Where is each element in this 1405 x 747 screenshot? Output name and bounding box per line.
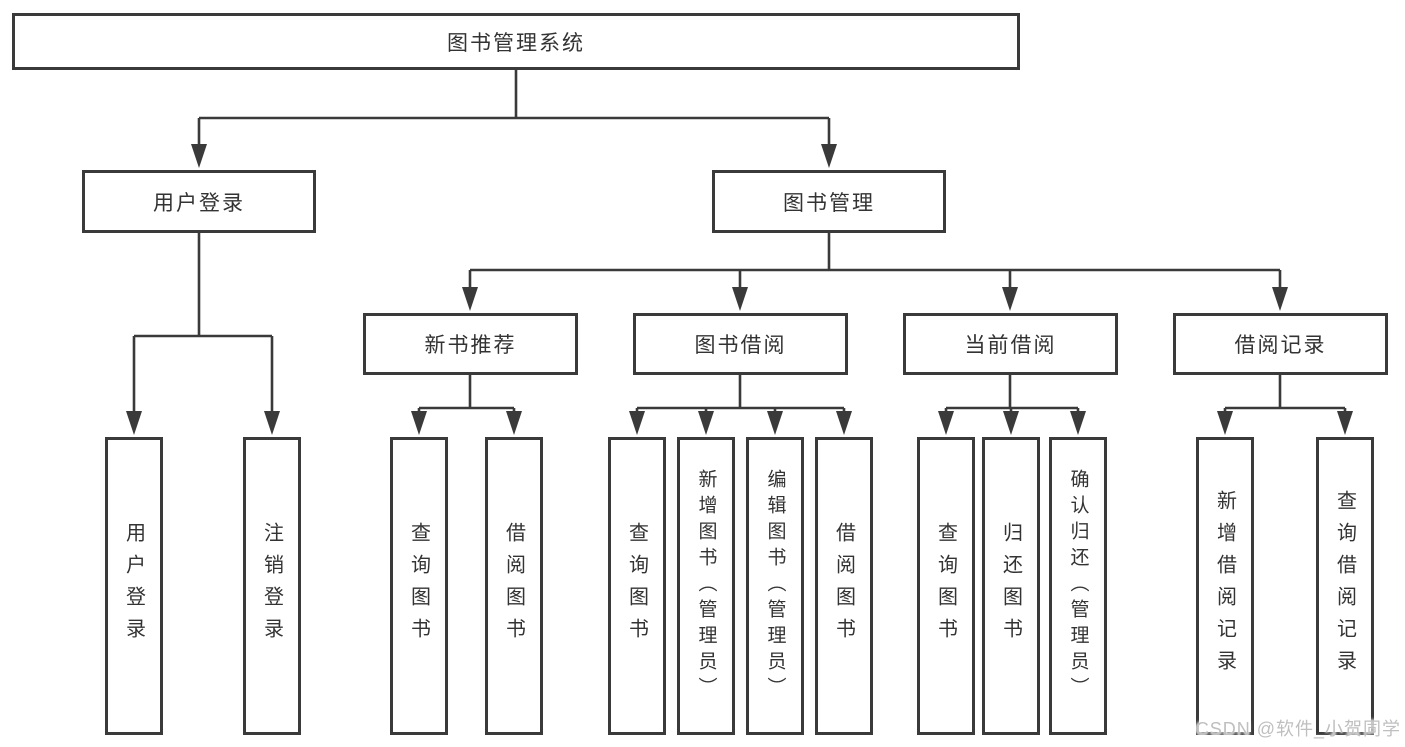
node-nbr-query-books: 查询图书 bbox=[390, 437, 448, 735]
node-cb-confirm-return-admin: 确认归还（管理员） bbox=[1049, 437, 1107, 735]
node-book-management: 图书管理 bbox=[712, 170, 946, 233]
node-bb-add-books-admin: 新增图书（管理员） bbox=[677, 437, 735, 735]
node-br-query-record: 查询借阅记录 bbox=[1316, 437, 1374, 735]
node-cb-return-books: 归还图书 bbox=[982, 437, 1040, 735]
node-leaf-logout: 注销登录 bbox=[243, 437, 301, 735]
node-bb-borrow-books: 借阅图书 bbox=[815, 437, 873, 735]
node-library-management-system: 图书管理系统 bbox=[12, 13, 1020, 70]
node-br-add-record: 新增借阅记录 bbox=[1196, 437, 1254, 735]
node-new-book-recommend: 新书推荐 bbox=[363, 313, 578, 375]
csdn-watermark: CSDN @软件_小贺同学 bbox=[1195, 719, 1401, 739]
node-bb-query-books: 查询图书 bbox=[608, 437, 666, 735]
node-leaf-user-login: 用户登录 bbox=[105, 437, 163, 735]
node-nbr-borrow-books: 借阅图书 bbox=[485, 437, 543, 735]
node-current-borrowing: 当前借阅 bbox=[903, 313, 1118, 375]
node-user-login: 用户登录 bbox=[82, 170, 316, 233]
node-borrowing-records: 借阅记录 bbox=[1173, 313, 1388, 375]
node-cb-query-books: 查询图书 bbox=[917, 437, 975, 735]
node-bb-edit-books-admin: 编辑图书（管理员） bbox=[746, 437, 804, 735]
node-book-borrowing: 图书借阅 bbox=[633, 313, 848, 375]
